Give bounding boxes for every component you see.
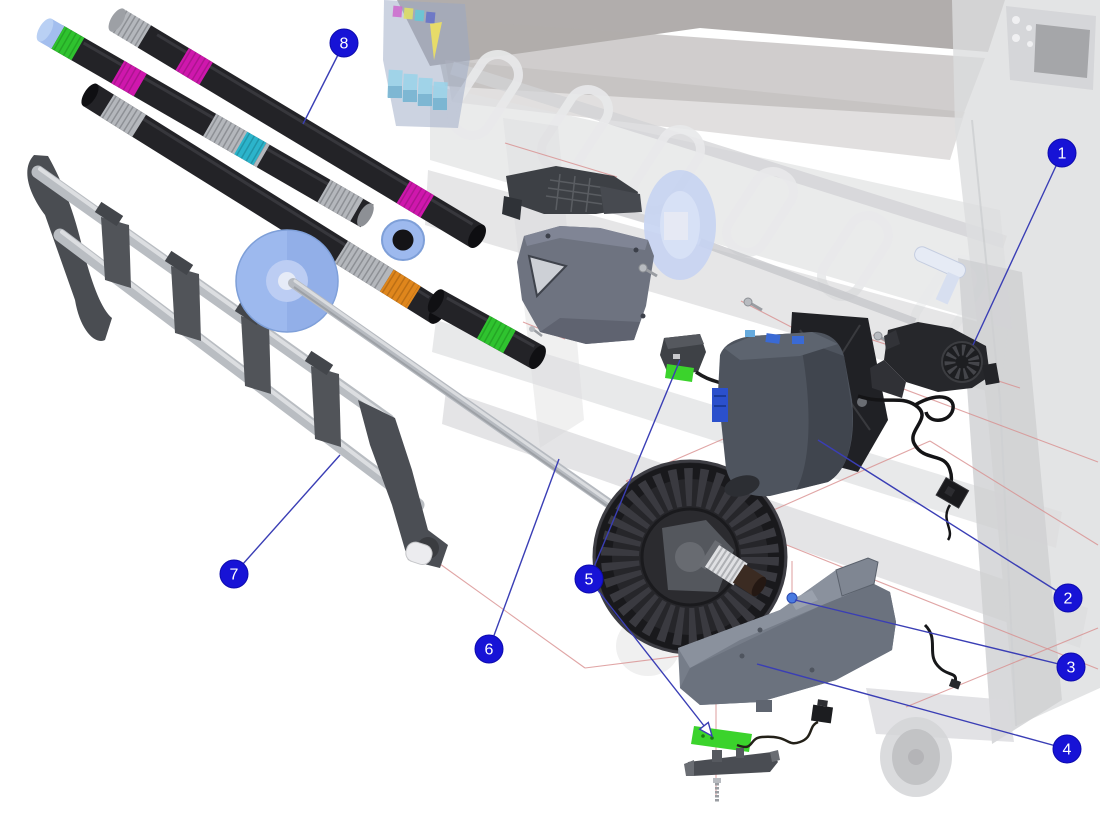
takeup-cover — [678, 557, 896, 712]
callout-7: 7 — [219, 559, 249, 589]
left-cover — [517, 226, 654, 344]
sensor-connector — [810, 699, 834, 724]
arm-bushing — [405, 541, 433, 565]
callout-4: 4 — [1052, 734, 1082, 764]
callout-8: 8 — [329, 28, 359, 58]
callout-number: 4 — [1063, 742, 1072, 759]
callout-marker-icon — [474, 634, 504, 664]
takeup-spindle — [235, 229, 788, 655]
callout-marker-icon — [219, 559, 249, 589]
sensor-bracket — [684, 748, 780, 776]
spindle-hub-wheel — [592, 459, 788, 655]
spindle-hub-ring — [381, 219, 425, 261]
callout-leader-6 — [488, 458, 560, 650]
callout-number: 6 — [485, 642, 494, 659]
spindle-tubes — [36, 8, 546, 370]
callout-number: 2 — [1064, 591, 1073, 608]
cover-cutout — [527, 254, 568, 299]
callout-leader-3 — [794, 599, 1072, 668]
spindle-tube-2 — [36, 18, 374, 228]
cover-thumbscrew — [786, 592, 798, 604]
leader-arrowhead-icon — [698, 721, 714, 738]
callout-leader-7 — [233, 454, 341, 575]
callout-leader-8 — [302, 42, 345, 125]
callout-1: 1 — [1047, 138, 1077, 168]
media-sensor-assembly — [684, 699, 834, 802]
spindle-handle — [914, 246, 967, 305]
panel-screen — [1034, 24, 1090, 78]
callout-5: 5 — [574, 564, 604, 594]
callout-layer: 1 2 3 4 5 6 7 8 — [219, 28, 1086, 764]
callout-marker-icon — [1056, 652, 1086, 682]
callout-leader-4 — [756, 663, 1068, 750]
warning-arrow-icon — [430, 22, 442, 60]
printer-media-stop-disc — [644, 170, 716, 280]
loading-deflector — [27, 155, 448, 568]
spindle-end-piece — [427, 289, 546, 370]
callout-leader-5 — [588, 359, 681, 580]
callout-number: 8 — [340, 36, 349, 53]
callout-leader-5 — [588, 578, 713, 737]
ink-station — [383, 0, 470, 128]
cable-connector — [935, 477, 970, 509]
left-mount-bracket — [502, 166, 642, 220]
callout-leader-1 — [972, 152, 1063, 346]
callout-leader-2 — [817, 439, 1069, 599]
control-panel — [1006, 6, 1096, 90]
callout-number: 7 — [230, 567, 239, 584]
cables — [857, 394, 970, 690]
callout-number: 1 — [1058, 146, 1067, 163]
media-stop-disc — [235, 229, 339, 333]
deflector-arm — [358, 400, 448, 568]
spindle-tube-1 — [108, 8, 487, 249]
takeup-motor-assembly — [712, 312, 888, 497]
callout-marker-icon — [329, 28, 359, 58]
callout-marker-icon — [1053, 583, 1083, 613]
spindle-tube-3 — [81, 83, 447, 324]
callout-marker-icon — [574, 564, 604, 594]
callout-number: 3 — [1067, 660, 1076, 677]
callout-number: 5 — [585, 572, 594, 589]
callout-2: 2 — [1053, 583, 1083, 613]
callout-6: 6 — [474, 634, 504, 664]
sensor-screw — [713, 778, 721, 802]
callout-marker-icon — [1052, 734, 1082, 764]
callout-3: 3 — [1056, 652, 1086, 682]
callout-marker-icon — [1047, 138, 1077, 168]
right-mount-bracket — [870, 322, 1000, 398]
